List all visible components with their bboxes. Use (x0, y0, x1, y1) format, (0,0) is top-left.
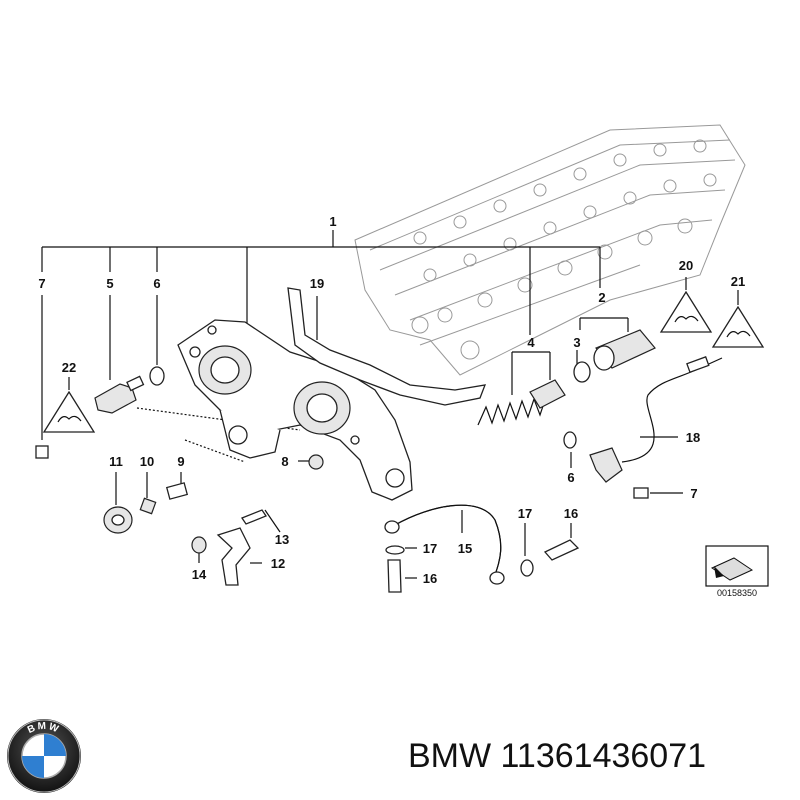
bmw-logo: BMW (7, 719, 81, 793)
label-16-right: 16 (564, 506, 578, 521)
bracket-parts (191, 509, 267, 586)
brand-name: BMW (408, 737, 492, 775)
label-12: 12 (271, 556, 285, 571)
warning-triangle-22 (42, 390, 96, 433)
label-22: 22 (62, 360, 76, 375)
gasket (287, 287, 487, 406)
warning-triangle-21 (711, 305, 765, 348)
label-16-left: 16 (423, 571, 437, 586)
label-10: 10 (140, 454, 154, 469)
label-1: 1 (329, 214, 336, 229)
label-15: 15 (458, 541, 472, 556)
bolt-left (35, 445, 49, 459)
label-5: 5 (106, 276, 113, 291)
oil-line (384, 504, 580, 593)
reference-box (705, 545, 769, 587)
label-19: 19 (310, 276, 324, 291)
label-6: 6 (153, 276, 160, 291)
label-7: 7 (38, 276, 45, 291)
spring-and-piston (477, 361, 591, 426)
part-caption: BMW 11361436071 (408, 737, 706, 776)
label-11: 11 (109, 454, 123, 469)
part-number: 11361436071 (500, 737, 707, 775)
label-8: 8 (281, 454, 288, 469)
label-21: 21 (731, 274, 745, 289)
sensor-with-cable (563, 356, 723, 499)
label-17-left: 17 (423, 541, 437, 556)
label-3: 3 (573, 335, 580, 350)
reference-code: 00158350 (717, 588, 757, 598)
warning-triangle-20 (659, 290, 713, 333)
label-6-right: 6 (567, 470, 574, 485)
label-9: 9 (177, 454, 184, 469)
label-7-right: 7 (690, 486, 697, 501)
label-18: 18 (686, 430, 700, 445)
small-parts-left (103, 454, 324, 534)
label-4: 4 (527, 335, 535, 350)
label-13: 13 (275, 532, 289, 547)
label-17-right: 17 (518, 506, 532, 521)
label-20: 20 (679, 258, 693, 273)
cylinder-head-outline (354, 124, 746, 376)
callout-labels: 1 2 3 4 5 6 7 19 20 21 22 18 11 10 9 8 6… (38, 214, 757, 598)
actuator (593, 329, 656, 371)
label-14: 14 (192, 567, 207, 582)
svg-text:BMW: BMW (26, 721, 62, 736)
label-2: 2 (598, 290, 605, 305)
solenoid-valve (94, 366, 165, 414)
vanos-housing (177, 319, 413, 501)
